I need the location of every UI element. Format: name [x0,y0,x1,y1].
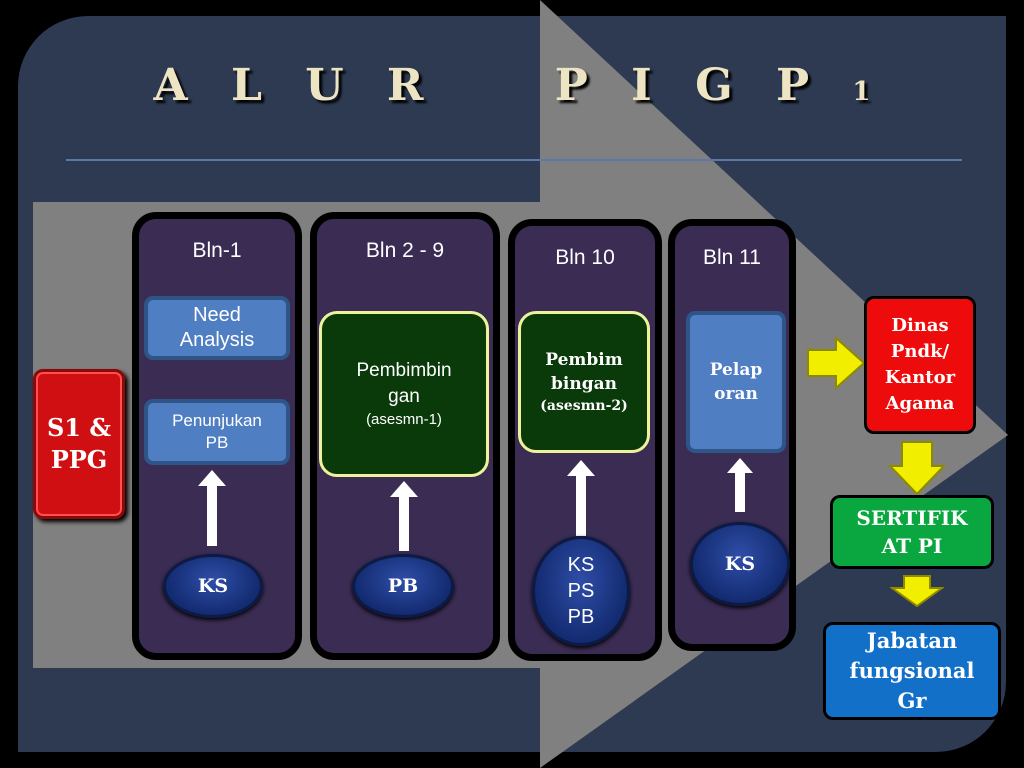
dinas-line-3: Kantor [884,367,956,388]
jabatan-line-3: Gr [897,688,927,713]
page-title: A L U R P I G P 1 [0,60,1024,111]
start-box-s1-ppg: S1 & PPG [33,369,125,519]
penunjukan-line-1: Penunjukan [172,411,262,430]
oval-ks-col-1: KS [163,554,263,618]
pelaporan-line-1: Pelap [709,360,763,380]
dinas-line-4: Agama [885,393,955,414]
down-arrow-yellow-1 [888,441,946,496]
need-analysis-line-1: Need [193,304,241,326]
right-arrow-yellow [807,336,866,390]
need-analysis-box: Need Analysis [144,296,290,360]
title-main: A L U R P I G P [153,60,824,111]
dinas-line-2: Pndk/ [890,341,950,362]
down-arrow-yellow-2 [890,575,944,608]
pembimbingan-1-box: Pembimbin gan (asesmn-1) [319,311,489,477]
start-line-2: PPG [50,445,108,474]
column-label: Bln 10 [555,246,615,269]
jabatan-line-2: fungsional [849,658,975,683]
oval-label: KS [724,553,756,575]
pelaporan-line-2: oran [714,384,758,404]
oval-line-3: PB [567,606,595,628]
pembimbingan-2-box: Pembim bingan (asesmn-2) [518,311,650,453]
start-line-1: S1 & [46,413,112,442]
column-label: Bln 2 - 9 [365,239,445,262]
oval-pb-col-2: PB [352,554,454,618]
title-suffix: 1 [852,77,871,107]
up-arrow-col-4 [727,458,753,512]
need-analysis-line-2: Analysis [179,329,255,351]
pembimbingan-1-line-2: gan [388,386,420,407]
title-divider [66,159,962,161]
dinas-line-1: Dinas [891,315,949,336]
pelaporan-box: Pelap oran [686,311,786,453]
penunjukan-pb-box: Penunjukan PB [144,399,290,465]
oval-ks-col-4: KS [690,522,790,606]
oval-ks-ps-pb-col-3: KS PS PB [532,536,630,646]
oval-label: KS [197,575,229,597]
oval-label: PB [387,575,419,597]
oval-line-2: PS [567,580,595,602]
sertifikat-pi-box: SERTIFIK AT PI [830,495,994,569]
jabatan-fungsional-box: Jabatan fungsional Gr [823,622,1001,720]
column-label: Bln 11 [703,246,761,269]
pembimbingan-2-sub: (asesmn-2) [540,398,628,414]
pembimbingan-2-line-1: Pembim [545,350,623,370]
pembimbingan-2-line-2: bingan [551,374,617,394]
penunjukan-line-2: PB [205,433,229,452]
dinas-kantor-agama-box: Dinas Pndk/ Kantor Agama [864,296,976,434]
oval-line-1: KS [567,554,595,576]
pembimbingan-1-sub: (asesmn-1) [366,411,442,428]
pembimbingan-1-line-1: Pembimbin [356,360,452,381]
sertifikat-line-2: AT PI [881,534,943,558]
up-arrow-col-3 [567,460,595,536]
up-arrow-col-2 [390,481,418,551]
column-label: Bln-1 [192,239,242,262]
jabatan-line-1: Jabatan [866,628,958,653]
sertifikat-line-1: SERTIFIK [856,506,968,530]
up-arrow-col-1 [198,470,226,546]
